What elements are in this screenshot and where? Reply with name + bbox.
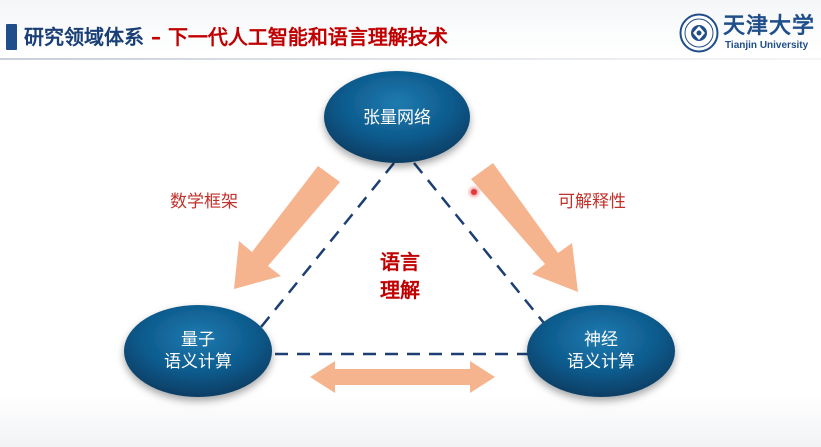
node-quantum-semantic: [124, 305, 272, 397]
center-line2: 理解: [380, 278, 420, 302]
logo-english-name: Tianjin University: [725, 40, 809, 51]
label-math-framework: 数学框架: [170, 192, 238, 212]
dashed-triangle: [256, 162, 549, 356]
left-node-line1: 量子: [181, 330, 215, 350]
logo-chinese-name: 天津大学: [723, 13, 816, 39]
title-part2: 下一代人工智能和语言理解技术: [167, 25, 448, 49]
page-title: 研究领域体系 – 下一代人工智能和语言理解技术: [24, 22, 448, 52]
top-node-label: 张量网络: [363, 108, 431, 128]
center-line1: 语言: [380, 250, 420, 274]
arrow-down-left: [234, 166, 340, 289]
right-node-line2: 语义计算: [567, 352, 635, 372]
label-interpretability: 可解释性: [558, 192, 626, 212]
title-accent-bar: [6, 24, 17, 50]
double-arrow-bottom: [310, 361, 495, 393]
right-node-line1: 神经: [584, 330, 618, 350]
university-logo: 天津大学 Tianjin University: [679, 12, 819, 56]
center-label-language-understanding: 语言 理解: [370, 248, 430, 304]
title-separator: –: [144, 25, 168, 49]
dashed-line-left: [256, 162, 395, 333]
arrow-down-right: [471, 163, 578, 292]
header-divider: [0, 58, 821, 60]
node-neural-semantic: [527, 305, 675, 397]
title-part1: 研究领域体系: [24, 25, 144, 49]
dashed-line-right: [413, 162, 549, 329]
node-tensor-network: [324, 71, 470, 163]
right-node-label: 神经 语义计算: [551, 329, 651, 373]
laser-pointer-dot: [471, 189, 477, 195]
university-seal-icon: [679, 13, 719, 53]
left-node-line2: 语义计算: [164, 352, 232, 372]
left-node-label: 量子 语义计算: [148, 329, 248, 373]
